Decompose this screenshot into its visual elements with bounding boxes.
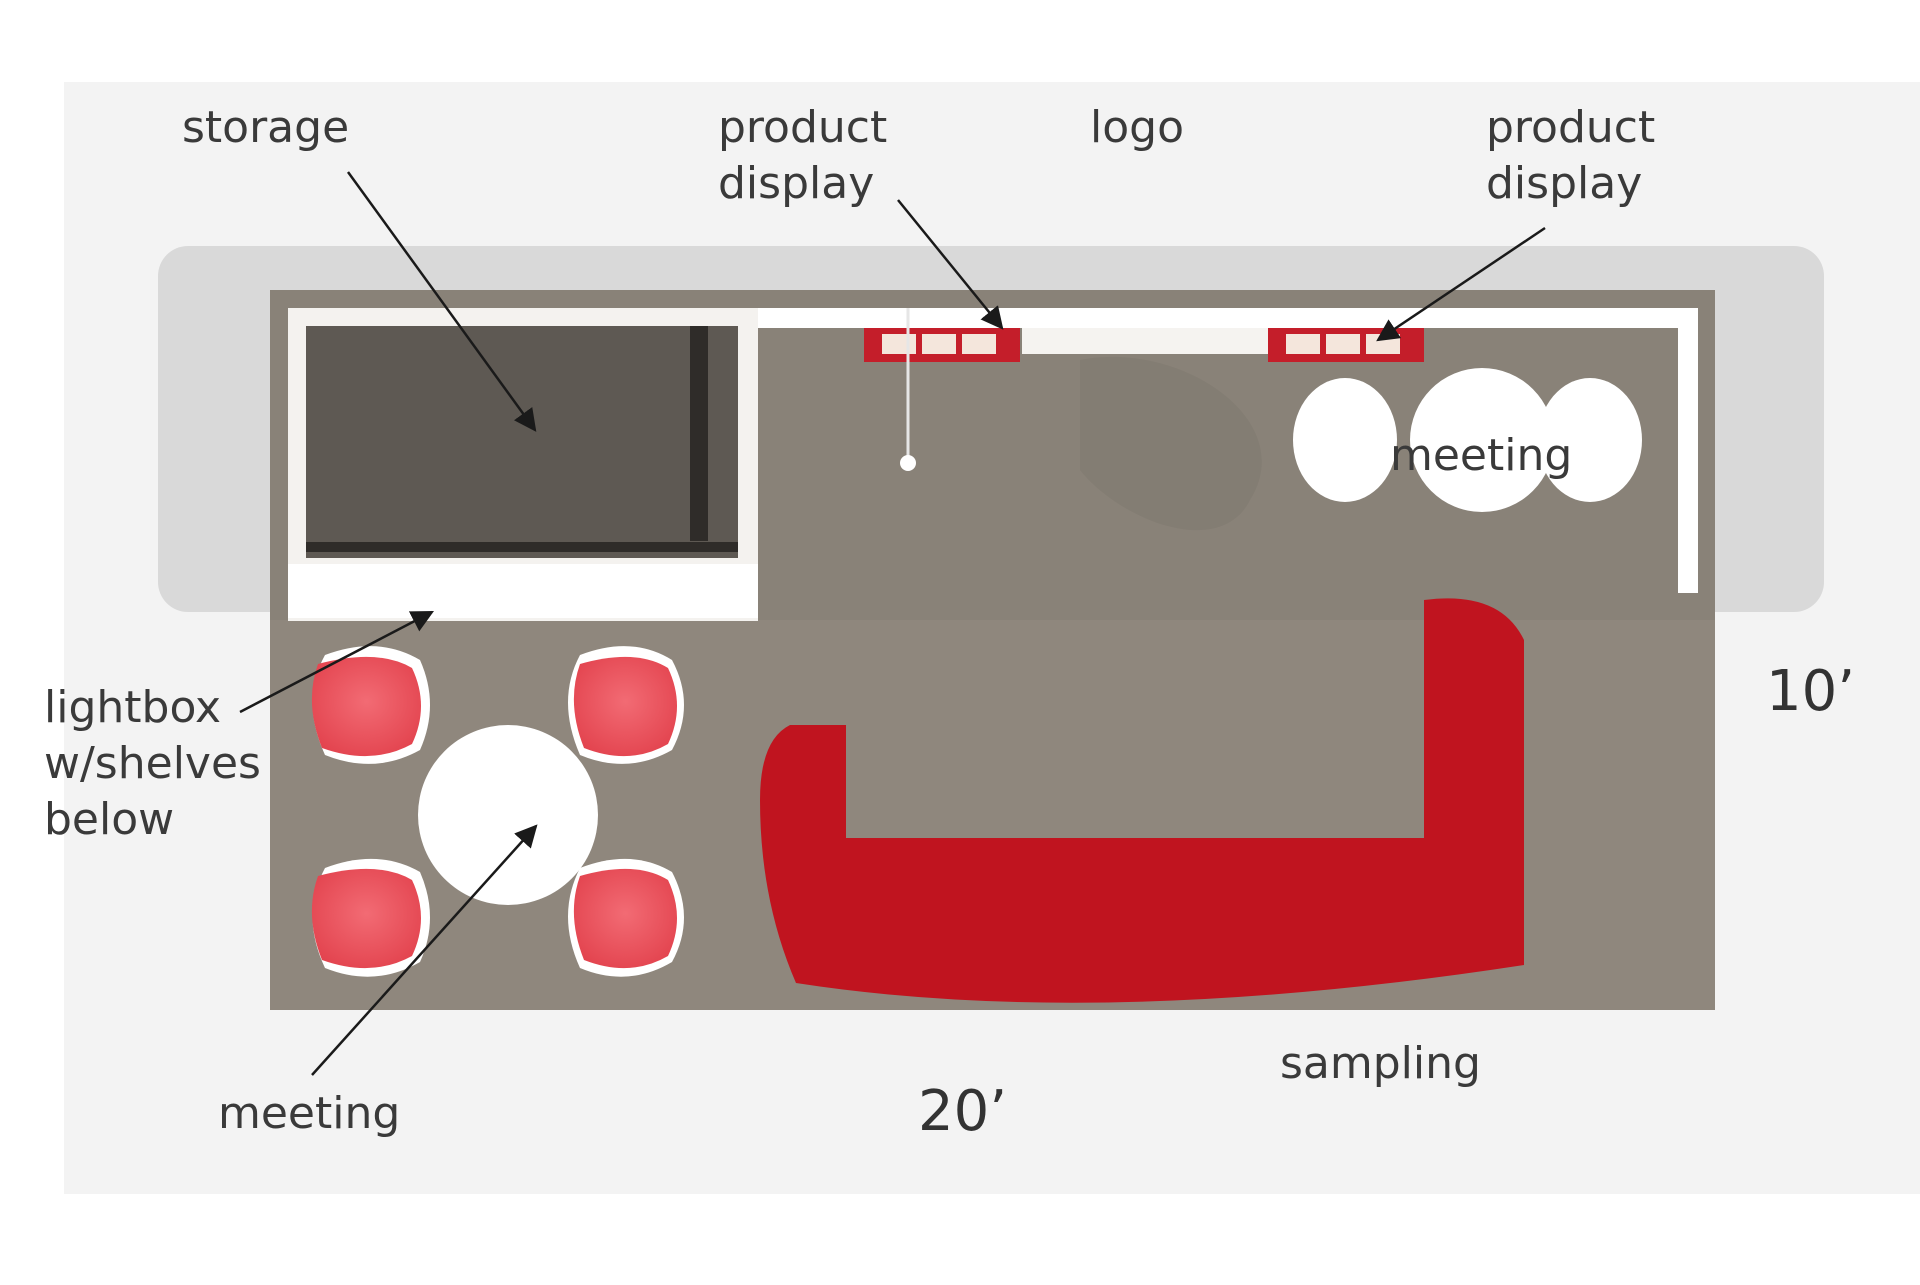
label-storage: storage	[182, 102, 350, 153]
product-display-left	[864, 328, 1020, 362]
arrow-product-display-left	[897, 199, 1004, 330]
label-meeting-bottom: meeting	[218, 1088, 401, 1139]
arrow-lightbox	[239, 610, 434, 714]
right-wall	[1678, 308, 1698, 593]
product-display-right	[1268, 328, 1424, 362]
logo-panel	[1022, 328, 1268, 354]
arrow-storage	[346, 171, 537, 432]
lightbox	[288, 564, 758, 618]
label-lightbox: lightbox w/shelves below	[44, 682, 261, 845]
meeting-chair-right	[1538, 378, 1642, 502]
label-meeting-top: meeting	[1390, 430, 1573, 481]
label-product-display-right: product display	[1486, 102, 1656, 209]
meeting-table-bottom	[418, 725, 598, 905]
label-dimension-width: 20’	[918, 1079, 1008, 1144]
storage-door	[690, 326, 708, 541]
storage-shadow-line	[306, 542, 738, 552]
label-sampling: sampling	[1280, 1038, 1481, 1089]
meeting-table-top	[1410, 368, 1554, 512]
pendant-light-icon	[900, 455, 916, 471]
label-product-display-left: product display	[718, 102, 888, 209]
arrow-meeting-bottom	[311, 824, 538, 1076]
meeting-chair-left	[1293, 378, 1397, 502]
arrow-product-display-right	[1376, 226, 1546, 342]
meeting-chairs-bottom	[311, 646, 684, 977]
storage-room	[306, 326, 738, 558]
label-dimension-depth: 10’	[1766, 659, 1856, 724]
floor-texture	[1080, 356, 1262, 531]
sampling-counter	[760, 598, 1524, 1003]
label-logo: logo	[1090, 102, 1184, 153]
